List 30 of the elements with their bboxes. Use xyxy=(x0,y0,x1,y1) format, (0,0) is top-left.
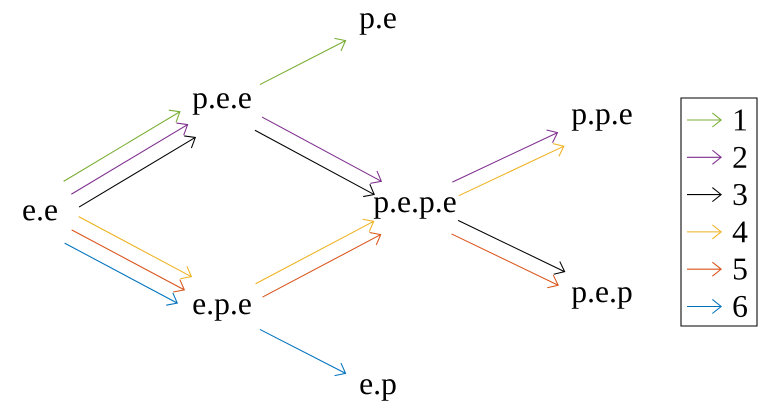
node-label: p.e xyxy=(360,13,396,35)
arrow xyxy=(78,216,192,280)
arrow xyxy=(64,242,178,306)
legend-label: 6 xyxy=(733,296,747,318)
arrow xyxy=(71,229,186,292)
node-label: e.e xyxy=(23,205,57,221)
legend-label: 3 xyxy=(734,184,747,206)
arrow xyxy=(255,218,374,284)
node-label: p.e.p xyxy=(572,287,632,309)
node-label: e.p xyxy=(360,379,396,401)
arrow xyxy=(78,135,196,208)
arrow xyxy=(254,130,375,198)
arrow xyxy=(262,116,382,184)
node-label: p.p.e xyxy=(572,109,632,131)
legend-label: 5 xyxy=(734,258,747,280)
arrow xyxy=(451,233,559,288)
legend-label: 2 xyxy=(733,146,746,168)
legend-label: 4 xyxy=(732,221,748,242)
arrow xyxy=(260,38,346,86)
arrow xyxy=(260,328,346,376)
arrow xyxy=(262,232,382,298)
arrow xyxy=(452,130,558,183)
arrow xyxy=(63,110,181,182)
node-label: p.e.p.e xyxy=(374,197,456,219)
arrow xyxy=(71,122,188,195)
arrow xyxy=(458,220,566,275)
node-label: p.e.e xyxy=(192,93,251,115)
node-label: e.p.e xyxy=(193,299,251,321)
legend-label: 1 xyxy=(734,110,746,130)
arrow xyxy=(458,143,565,196)
